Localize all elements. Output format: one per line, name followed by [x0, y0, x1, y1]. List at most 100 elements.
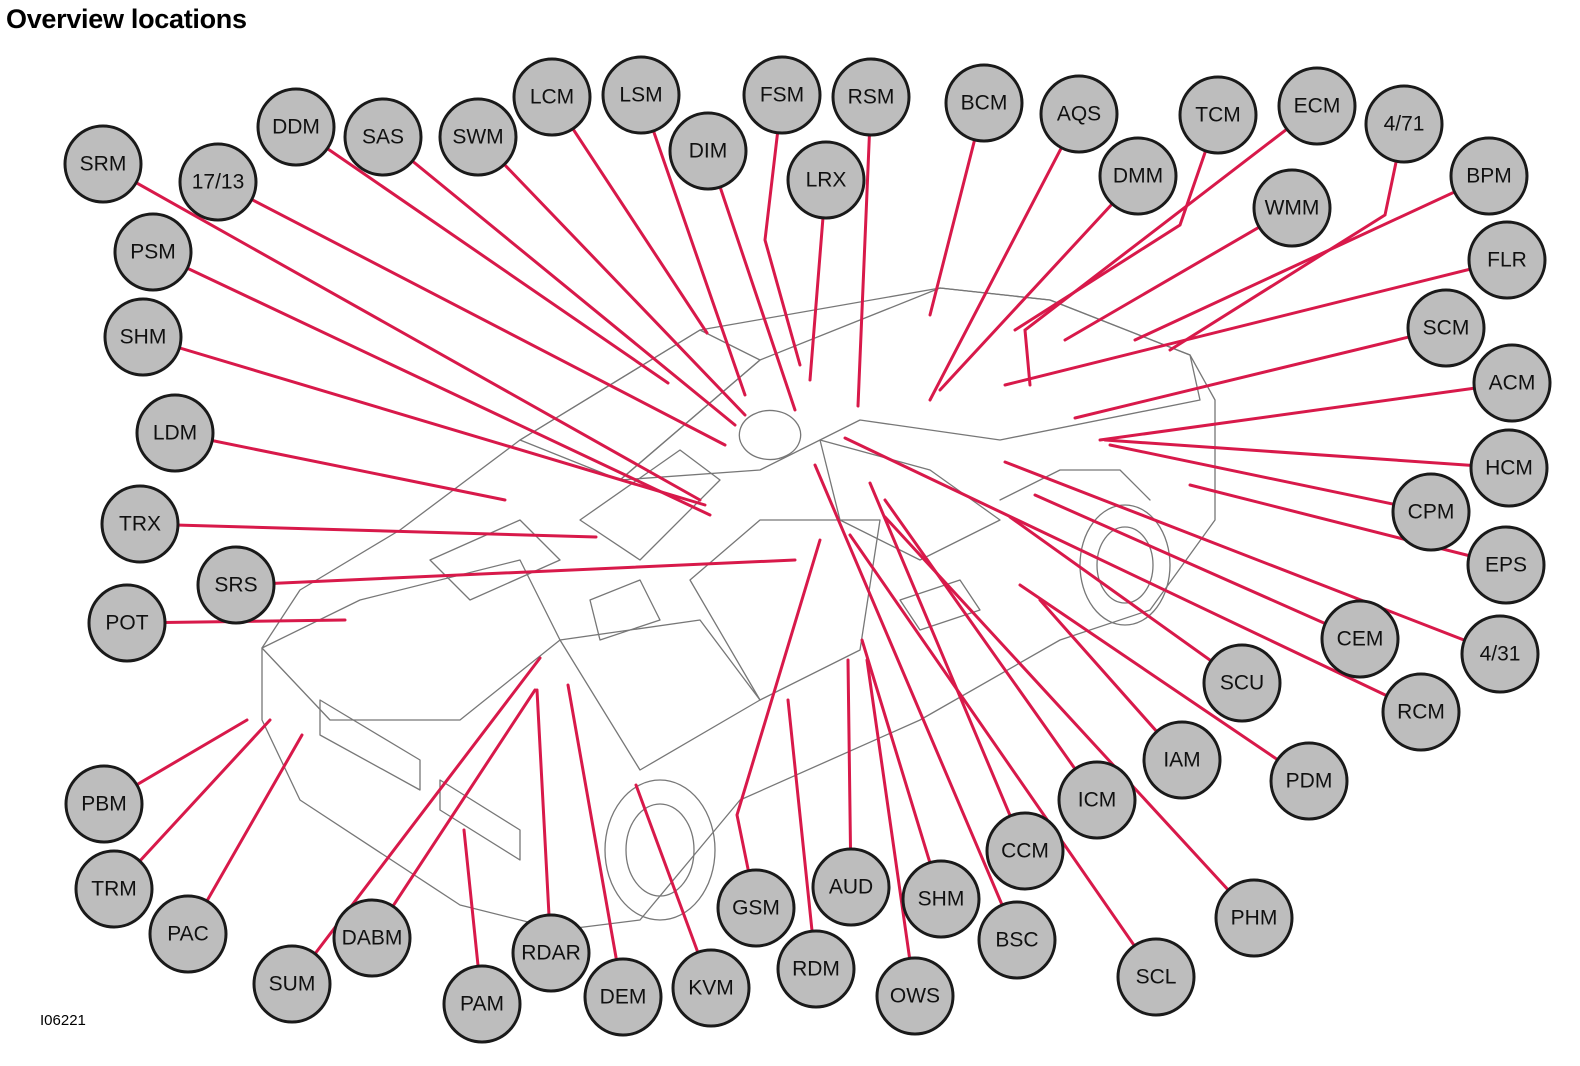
callout-label: 17/13 — [192, 171, 245, 194]
leader-line-flr — [1003, 258, 1509, 387]
callout-circle — [1391, 472, 1471, 552]
callout-label: SCL — [1136, 966, 1177, 989]
module-callout-shm-left: SHM — [103, 297, 183, 377]
module-callout-pot: POT — [87, 583, 167, 663]
callout-label: SRM — [80, 153, 127, 176]
module-callout-4-71: 4/71 — [1364, 84, 1444, 164]
callout-label: LRX — [806, 169, 847, 192]
callout-circle — [1252, 168, 1332, 248]
callout-label: OWS — [890, 985, 940, 1008]
module-callout-lsm: LSM — [601, 55, 681, 135]
module-callout-fsm: FSM — [742, 55, 822, 135]
callout-circle — [1098, 136, 1178, 216]
module-callout-phm: PHM — [1214, 878, 1294, 958]
module-callout-pam: PAM — [442, 964, 522, 1044]
leader-line-eps — [1188, 483, 1508, 567]
leader-line-bpm — [1133, 174, 1491, 342]
callout-circle — [1202, 643, 1282, 723]
callout-label: LSM — [619, 84, 662, 107]
callout-circle — [252, 944, 332, 1024]
module-callout-dem: DEM — [583, 957, 663, 1037]
leader-line-ows — [865, 658, 917, 998]
leader-line-ecm — [1023, 104, 1319, 387]
module-callout-aqs: AQS — [1039, 74, 1119, 154]
callout-label: SCM — [1423, 317, 1470, 340]
callout-circle — [343, 97, 423, 177]
callout-label: DIM — [689, 140, 728, 163]
callout-circle — [1406, 288, 1486, 368]
callout-label: TCM — [1195, 104, 1241, 127]
callout-label: RCM — [1397, 701, 1445, 724]
callout-label: RDAR — [521, 942, 581, 965]
leader-line-rcm — [843, 436, 1423, 714]
callout-label: PDM — [1286, 770, 1333, 793]
leader-line-aqs — [928, 112, 1081, 402]
leader-line-shm-left — [141, 335, 707, 507]
leader-line-dem — [566, 683, 625, 999]
leader-line-phm — [883, 515, 1256, 920]
callout-circle — [1214, 878, 1294, 958]
leader-line-gsm — [735, 538, 822, 910]
callout-label: CCM — [1001, 840, 1049, 863]
callout-circle — [1142, 720, 1222, 800]
callout-circle — [1449, 136, 1529, 216]
leader-line-sas — [381, 135, 737, 427]
callout-label: PAM — [460, 993, 504, 1016]
callout-label: LCM — [530, 86, 574, 109]
callout-label: SRS — [214, 574, 257, 597]
callout-label: BCM — [961, 92, 1008, 115]
module-callout-sas: SAS — [343, 97, 423, 177]
callout-circle — [1057, 760, 1137, 840]
callout-label: BPM — [1466, 165, 1512, 188]
leader-line-pdm — [1018, 583, 1311, 783]
figure-id: I06221 — [40, 1012, 86, 1029]
leader-line-rdar — [535, 688, 553, 955]
callout-circle — [583, 957, 663, 1037]
leader-line-scu — [1008, 515, 1244, 685]
module-callout-tcm: TCM — [1178, 75, 1258, 155]
module-callout-hcm: HCM — [1469, 428, 1549, 508]
callout-circle — [742, 55, 822, 135]
callout-circle — [901, 859, 981, 939]
callout-circle — [438, 97, 518, 177]
callout-label: WMM — [1265, 197, 1320, 220]
callout-circle — [977, 900, 1057, 980]
module-callout-pbm: PBM — [64, 764, 144, 844]
callout-circle — [944, 63, 1024, 143]
callout-circle — [442, 964, 522, 1044]
callout-circle — [196, 545, 276, 625]
callout-label: PAC — [167, 923, 209, 946]
callout-circle — [985, 811, 1065, 891]
callout-circle — [74, 849, 154, 929]
callout-label: KVM — [688, 977, 734, 1000]
callout-circle — [511, 913, 591, 993]
leader-line-17-13 — [216, 180, 727, 447]
callout-label: GSM — [732, 897, 780, 920]
callout-label: CPM — [1408, 501, 1455, 524]
callout-label: TRX — [119, 513, 161, 536]
callout-label: SUM — [269, 973, 316, 996]
module-callout-gsm: GSM — [716, 868, 796, 948]
module-callout-icm: ICM — [1057, 760, 1137, 840]
callout-label: SCU — [1220, 672, 1264, 695]
callout-circle — [776, 929, 856, 1009]
callout-circle — [601, 55, 681, 135]
module-callout-srs: SRS — [196, 545, 276, 625]
module-callout-acm: ACM — [1472, 343, 1552, 423]
callout-circle — [1381, 672, 1461, 752]
callout-label: SWM — [452, 126, 503, 149]
leader-line-srm — [101, 162, 702, 502]
module-callout-rsm: RSM — [831, 57, 911, 137]
callout-label: SHM — [918, 888, 965, 911]
callout-label: CEM — [1337, 628, 1384, 651]
module-callout-srm: SRM — [63, 124, 143, 204]
leader-line-icm — [883, 498, 1099, 802]
module-callout-trx: TRX — [100, 484, 180, 564]
callout-label: 4/31 — [1480, 643, 1521, 666]
callout-circle — [668, 111, 748, 191]
module-callout-flr: FLR — [1467, 220, 1547, 300]
module-callout-ldm: LDM — [135, 393, 215, 473]
module-callout-pdm: PDM — [1269, 741, 1349, 821]
callout-label: RDM — [792, 958, 840, 981]
